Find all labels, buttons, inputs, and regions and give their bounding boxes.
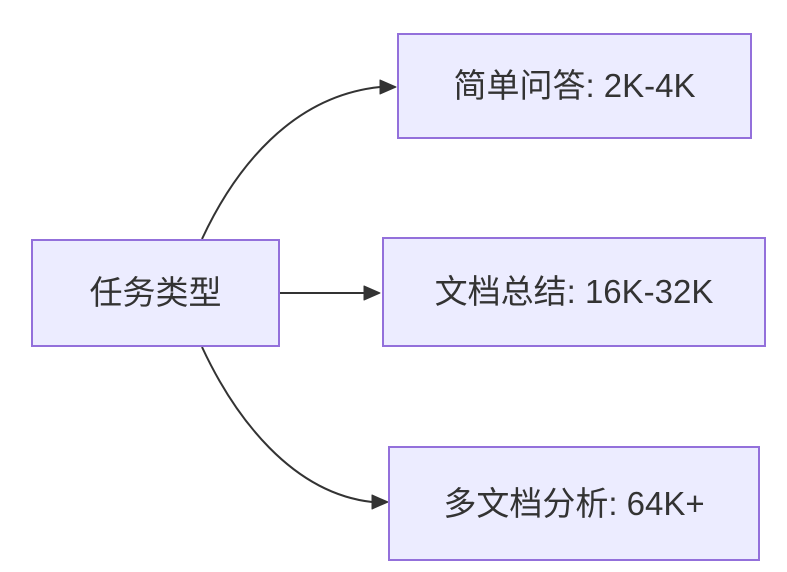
node-multi-doc-label: 多文档分析: 64K+ (443, 484, 705, 522)
node-simple-qa-label: 简单问答: 2K-4K (453, 67, 696, 105)
edge-task-to-simple-qa (201, 86, 381, 240)
arrowhead-multi-doc-icon (371, 494, 389, 510)
arrowhead-simple-qa-icon (379, 79, 397, 95)
node-simple-qa: 简单问答: 2K-4K (397, 33, 752, 139)
arrowhead-doc-summary-icon (363, 285, 381, 301)
node-doc-summary: 文档总结: 16K-32K (382, 237, 766, 347)
edge-task-to-multi-doc (201, 346, 373, 503)
node-multi-doc: 多文档分析: 64K+ (388, 446, 760, 561)
node-task-type-label: 任务类型 (89, 274, 222, 312)
node-doc-summary-label: 文档总结: 16K-32K (434, 273, 714, 311)
node-task-type: 任务类型 (31, 239, 280, 347)
